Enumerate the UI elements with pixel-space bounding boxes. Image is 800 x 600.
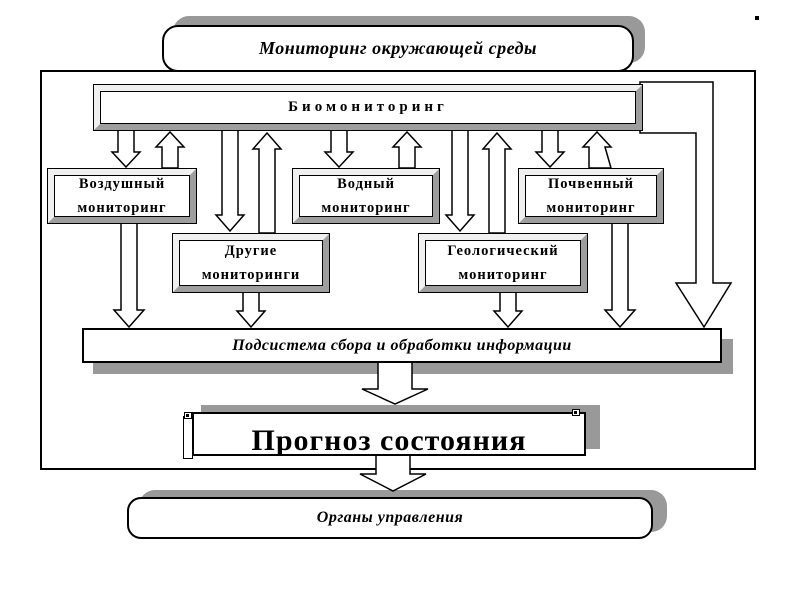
- water-bevel-frame: [293, 169, 439, 223]
- air-label-line2: мониторинг: [77, 200, 167, 216]
- geo-bevel-frame: [419, 234, 587, 292]
- other-label-line1: Другие: [224, 243, 278, 259]
- water-label-line1: Водный: [337, 176, 395, 192]
- geo-label-line2: мониторинг: [458, 267, 548, 283]
- arrow-bio-to-subsystem-elbow: [639, 81, 733, 329]
- box-water-monitoring: Водный мониторинг: [292, 168, 440, 224]
- geo-label-line1: Геологический: [447, 243, 559, 259]
- soil-bevel-frame: [519, 169, 663, 223]
- box-geological-monitoring: Геологический мониторинг: [418, 233, 588, 293]
- biomonitoring-bevel-frame: [94, 85, 642, 130]
- arrow-bio-to-air-down: [110, 129, 142, 169]
- water-label-line2: мониторинг: [321, 200, 411, 216]
- subsystem-box: Подсистема сбора и обработки информации: [82, 328, 722, 363]
- forecast-scroll-dot-right: [574, 411, 577, 414]
- arrow-other-to-bio-up: [251, 131, 283, 234]
- biomonitoring-box: Биомониторинг: [93, 84, 643, 131]
- arrow-other-to-subsystem: [235, 291, 267, 329]
- other-bevel-frame: [173, 234, 329, 292]
- authorities-label: Органы управления: [316, 509, 464, 526]
- box-air-monitoring: Воздушный мониторинг: [47, 168, 197, 224]
- arrow-bio-to-other-down: [214, 129, 246, 233]
- subsystem-label: Подсистема сбора и обработки информации: [232, 336, 572, 354]
- arrow-soil-to-subsystem: [603, 222, 637, 329]
- soil-label-line2: мониторинг: [546, 200, 636, 216]
- box-soil-monitoring: Почвенный мониторинг: [518, 168, 664, 224]
- arrow-geo-to-bio-up: [481, 131, 513, 234]
- other-label-line2: мониторинги: [201, 267, 301, 283]
- arrow-bio-to-water-down: [323, 129, 355, 169]
- arrow-bio-to-geo-down: [444, 129, 476, 233]
- arrow-geo-to-subsystem: [492, 291, 524, 329]
- arrow-air-to-subsystem: [112, 222, 146, 329]
- authorities-box: Органы управления: [127, 497, 653, 539]
- forecast-scroll-curl: [183, 416, 193, 459]
- forecast-box: Прогноз состояния: [192, 412, 586, 456]
- air-bevel-frame: [48, 169, 196, 223]
- arrow-soil-to-bio-up: [581, 130, 613, 169]
- biomonitoring-label: Биомониторинг: [288, 99, 448, 115]
- soil-label-line1: Почвенный: [548, 176, 634, 192]
- page-dot: [755, 16, 759, 20]
- box-other-monitorings: Другие мониторинги: [172, 233, 330, 293]
- air-label-line1: Воздушный: [78, 176, 166, 192]
- arrow-air-to-bio-up: [154, 130, 186, 169]
- title-label: Мониторинг окружающей среды: [258, 38, 538, 58]
- arrow-water-to-bio-up: [391, 130, 423, 169]
- arrow-subsystem-to-forecast: [361, 361, 429, 405]
- title-box: Мониторинг окружающей среды: [162, 25, 634, 72]
- forecast-scroll-dot-left: [186, 414, 189, 417]
- forecast-label: Прогноз состояния: [251, 424, 527, 456]
- arrow-forecast-to-authorities: [359, 454, 427, 492]
- arrow-bio-to-soil-down: [534, 129, 566, 169]
